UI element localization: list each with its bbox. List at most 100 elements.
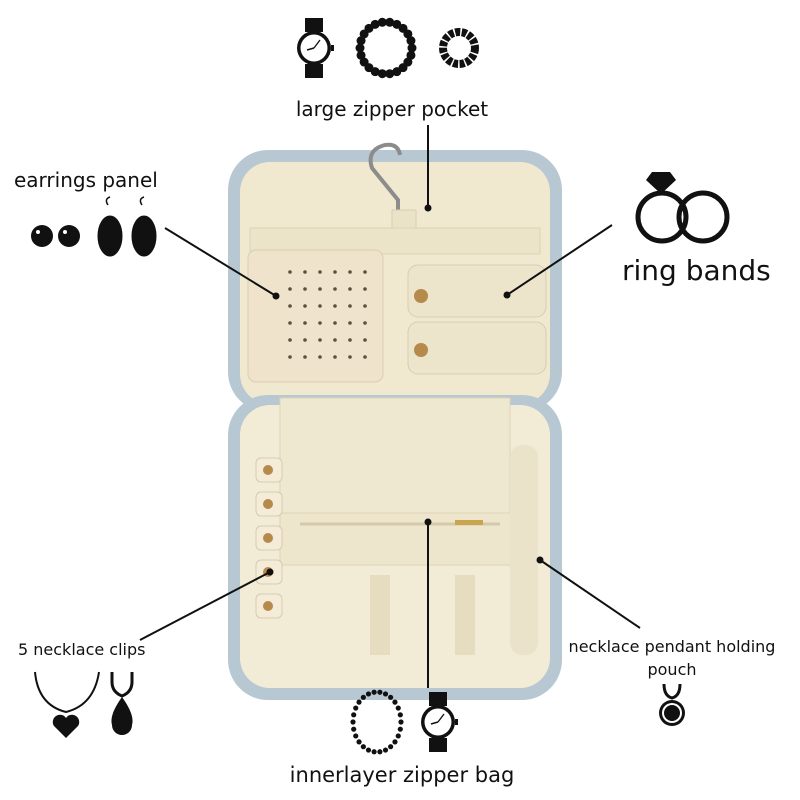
callout-necklace-clips	[139, 571, 271, 641]
snap-button	[414, 343, 428, 357]
bead	[392, 739, 398, 745]
earring-hole	[363, 355, 367, 359]
earring-hole	[318, 321, 322, 325]
earring-hole	[303, 270, 307, 274]
earring-hole	[363, 270, 367, 274]
callout-pendant-pouch	[539, 559, 641, 629]
stud-earrings-icon	[31, 225, 80, 247]
label-pendant-pouch-line2: pouch	[647, 660, 696, 679]
earring-hole	[348, 321, 352, 325]
bead	[356, 699, 362, 705]
earring-hole	[318, 355, 322, 359]
bead	[407, 43, 417, 53]
ring-icon	[635, 172, 730, 244]
earring-hole	[363, 304, 367, 308]
earring-hole	[288, 270, 292, 274]
earring-hole	[288, 304, 292, 308]
bead	[395, 733, 401, 739]
drop-earrings-icon	[97, 196, 157, 257]
snap-button	[263, 533, 273, 543]
bead	[398, 719, 404, 725]
bead	[360, 744, 366, 750]
earring-hole	[303, 321, 307, 325]
earring-holes	[288, 270, 367, 359]
earring-hole	[318, 338, 322, 342]
bead	[365, 747, 372, 753]
bead	[397, 712, 403, 718]
earring-hole	[303, 355, 307, 359]
earring-hole	[318, 304, 322, 308]
strap	[455, 575, 475, 655]
callout-ring-bands	[506, 224, 613, 296]
snap-button	[263, 499, 273, 509]
earring-hole	[348, 304, 352, 308]
bead-bracelet-icon	[355, 17, 417, 79]
pendant-pouch	[510, 445, 538, 655]
bead	[377, 17, 387, 27]
callout-lines	[139, 125, 641, 688]
drop-necklace-icon	[110, 672, 134, 735]
bead	[370, 19, 380, 29]
earring-hole	[318, 270, 322, 274]
jewelry-case	[228, 142, 562, 700]
bead	[350, 719, 356, 725]
earring-hole	[333, 270, 337, 274]
earring-hole	[363, 321, 367, 325]
bead	[385, 17, 395, 27]
ring-bracelet-icon	[439, 28, 479, 68]
snap-button	[414, 289, 428, 303]
label-pendant-pouch-line1: necklace pendant holding	[569, 637, 776, 656]
earring-hole	[333, 321, 337, 325]
label-earrings-panel: earrings panel	[14, 168, 158, 192]
bead	[365, 691, 372, 697]
pendant-icon	[659, 683, 685, 726]
necklace-clips	[255, 457, 283, 619]
bead	[377, 749, 383, 755]
zipper-pull	[455, 520, 483, 525]
ring-roll-upper	[407, 264, 547, 318]
earring-hole	[303, 287, 307, 291]
label-ring-bands: ring bands	[622, 254, 771, 287]
bead	[377, 689, 383, 695]
earring-hole	[288, 287, 292, 291]
snap-button	[263, 465, 273, 475]
earring-hole	[288, 321, 292, 325]
bead	[371, 749, 377, 755]
bead	[397, 726, 403, 732]
bead	[403, 29, 413, 39]
bead	[351, 726, 357, 732]
snap-button	[263, 601, 273, 611]
bead	[377, 69, 387, 79]
earring-hole	[318, 287, 322, 291]
bead	[356, 739, 362, 745]
earring-hole	[333, 287, 337, 291]
earring-hole	[288, 355, 292, 359]
watch-icon	[420, 691, 459, 753]
label-large-zipper-pocket: large zipper pocket	[296, 97, 488, 121]
bead	[382, 691, 389, 697]
ring-roll-lower	[407, 321, 547, 375]
innerlayer-zipper-bag	[279, 512, 521, 566]
bead	[406, 50, 416, 60]
bead	[356, 50, 366, 60]
bead	[392, 699, 398, 705]
bead	[392, 67, 402, 77]
label-innerlayer-zipper-bag: innerlayer zipper bag	[290, 763, 515, 787]
earring-hole	[363, 287, 367, 291]
bead	[388, 744, 394, 750]
bead	[382, 747, 389, 753]
earring-hole	[348, 287, 352, 291]
bead	[360, 694, 366, 700]
bead	[406, 36, 416, 46]
heart-necklace-icon	[34, 671, 100, 738]
bead	[356, 36, 366, 46]
bead	[359, 57, 369, 67]
bead	[353, 705, 359, 711]
callout-earrings	[164, 227, 277, 297]
bead	[351, 712, 357, 718]
earring-hole	[333, 338, 337, 342]
bead	[385, 69, 395, 79]
label-necklace-clips: 5 necklace clips	[18, 640, 145, 659]
